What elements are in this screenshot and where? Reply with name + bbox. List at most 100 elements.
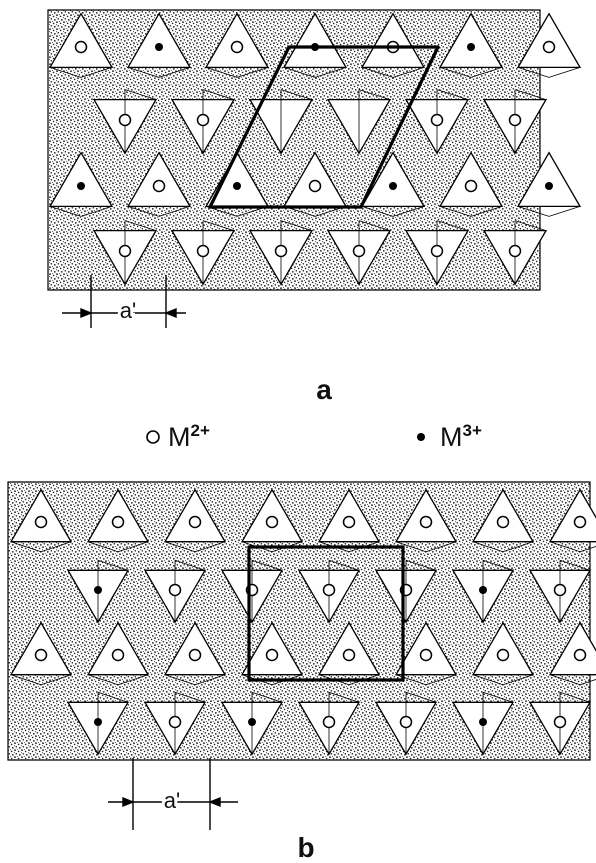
m2-cation-open-circle <box>573 648 587 662</box>
octahedron-face <box>297 691 361 756</box>
octahedron-face <box>163 488 227 553</box>
octahedron-face <box>317 621 381 686</box>
m2-cation-open-circle <box>430 113 444 127</box>
octahedron-face <box>66 691 130 756</box>
m2-cation-open-circle <box>111 648 125 662</box>
m2-cation-open-circle <box>265 648 279 662</box>
octahedron-face <box>163 621 227 686</box>
octahedron-face <box>548 621 596 686</box>
octahedron-face <box>9 621 73 686</box>
m2-cation-open-circle <box>74 40 88 54</box>
octahedron-face <box>48 151 114 217</box>
octahedron-face <box>528 559 592 624</box>
octahedron-face <box>9 488 73 553</box>
m2-cation-open-circle <box>34 648 48 662</box>
panel-a-shaded-faces <box>47 9 541 291</box>
octahedron-face <box>451 691 515 756</box>
octahedron-face <box>126 151 192 217</box>
m2-cation-open-circle <box>230 40 244 54</box>
octahedron-face <box>482 89 548 155</box>
octahedron-face <box>394 488 458 553</box>
m2-cation-open-circle <box>430 244 444 258</box>
legend-m2-charge: 2+ <box>191 421 210 440</box>
m3-cation-filled-dot <box>94 586 102 594</box>
legend-m3-filled-dot-icon <box>417 433 425 441</box>
octahedron-face <box>248 220 314 286</box>
m3-cation-filled-dot <box>389 182 397 190</box>
m2-cation-open-circle <box>118 113 132 127</box>
octahedron-face <box>92 89 158 155</box>
m2-cation-open-circle <box>496 515 510 529</box>
m3-cation-filled-dot <box>248 718 256 726</box>
octahedron-face <box>326 89 392 155</box>
m2-cation-open-circle <box>553 715 567 729</box>
m2-cation-open-circle <box>322 583 336 597</box>
octahedron-face <box>326 220 392 286</box>
octahedron-face <box>471 621 535 686</box>
octahedron-face <box>438 151 504 217</box>
m2-cation-open-circle <box>196 113 210 127</box>
m3-cation-filled-dot <box>479 586 487 594</box>
octahedron-face <box>548 488 596 553</box>
octahedron-face <box>126 12 192 78</box>
legend: M2+ M3+ <box>146 421 482 452</box>
octahedron-face <box>404 89 470 155</box>
m2-cation-open-circle <box>152 179 166 193</box>
octahedron-face <box>360 151 426 217</box>
octahedron-face <box>240 621 304 686</box>
m3-cation-filled-dot <box>77 182 85 190</box>
legend-m2-text: M <box>168 422 191 452</box>
panel-a-label: a <box>316 374 332 405</box>
m2-cation-open-circle <box>265 515 279 529</box>
legend-m2-label: M2+ <box>168 421 210 452</box>
m2-cation-open-circle <box>508 244 522 258</box>
panel-b-dimension-label: a' <box>164 788 180 813</box>
m2-cation-open-circle <box>419 648 433 662</box>
octahedron-face <box>86 621 150 686</box>
panel-a-dimension-marker <box>62 275 186 328</box>
m2-cation-open-circle <box>542 40 556 54</box>
m2-cation-open-circle <box>168 715 182 729</box>
m2-cation-open-circle <box>111 515 125 529</box>
octahedron-face <box>48 12 114 78</box>
m3-cation-filled-dot <box>233 182 241 190</box>
panel-a-dimension-label: a' <box>120 298 136 323</box>
panel-b-label: b <box>297 832 314 863</box>
panel-b-shaded-faces <box>7 481 591 761</box>
m3-cation-filled-dot <box>94 718 102 726</box>
panel-b-octahedral-layer <box>7 481 596 761</box>
octahedron-face <box>451 559 515 624</box>
octahedron-face <box>170 220 236 286</box>
m2-cation-open-circle <box>342 648 356 662</box>
octahedron-face <box>143 691 207 756</box>
octahedron-face <box>317 488 381 553</box>
m2-cation-open-circle <box>274 244 288 258</box>
octahedron-face <box>92 220 158 286</box>
octahedron-face <box>297 559 361 624</box>
octahedron-face <box>516 12 582 78</box>
m2-cation-open-circle <box>508 113 522 127</box>
panel-b-unit-cell-outline <box>247 545 405 682</box>
octahedron-face <box>248 89 314 155</box>
octahedron-face <box>404 220 470 286</box>
octahedron-face <box>66 559 130 624</box>
octahedron-face <box>482 220 548 286</box>
m2-cation-open-circle <box>196 244 210 258</box>
m3-cation-filled-dot <box>155 43 163 51</box>
m3-cation-filled-dot <box>467 43 475 51</box>
octahedron-face <box>374 559 438 624</box>
m2-cation-open-circle <box>352 244 366 258</box>
panel-a-unit-cell-outline <box>208 45 440 209</box>
m2-cation-open-circle <box>322 715 336 729</box>
m2-cation-open-circle <box>168 583 182 597</box>
legend-m3-label: M3+ <box>440 421 482 452</box>
octahedron-face <box>143 559 207 624</box>
m3-cation-filled-dot <box>545 182 553 190</box>
panel-a-octahedral-layer <box>47 9 582 291</box>
legend-m2-open-circle-icon <box>146 430 160 444</box>
m2-cation-open-circle <box>553 583 567 597</box>
octahedron-face <box>170 89 236 155</box>
octahedron-face <box>438 12 504 78</box>
octahedron-face <box>374 691 438 756</box>
